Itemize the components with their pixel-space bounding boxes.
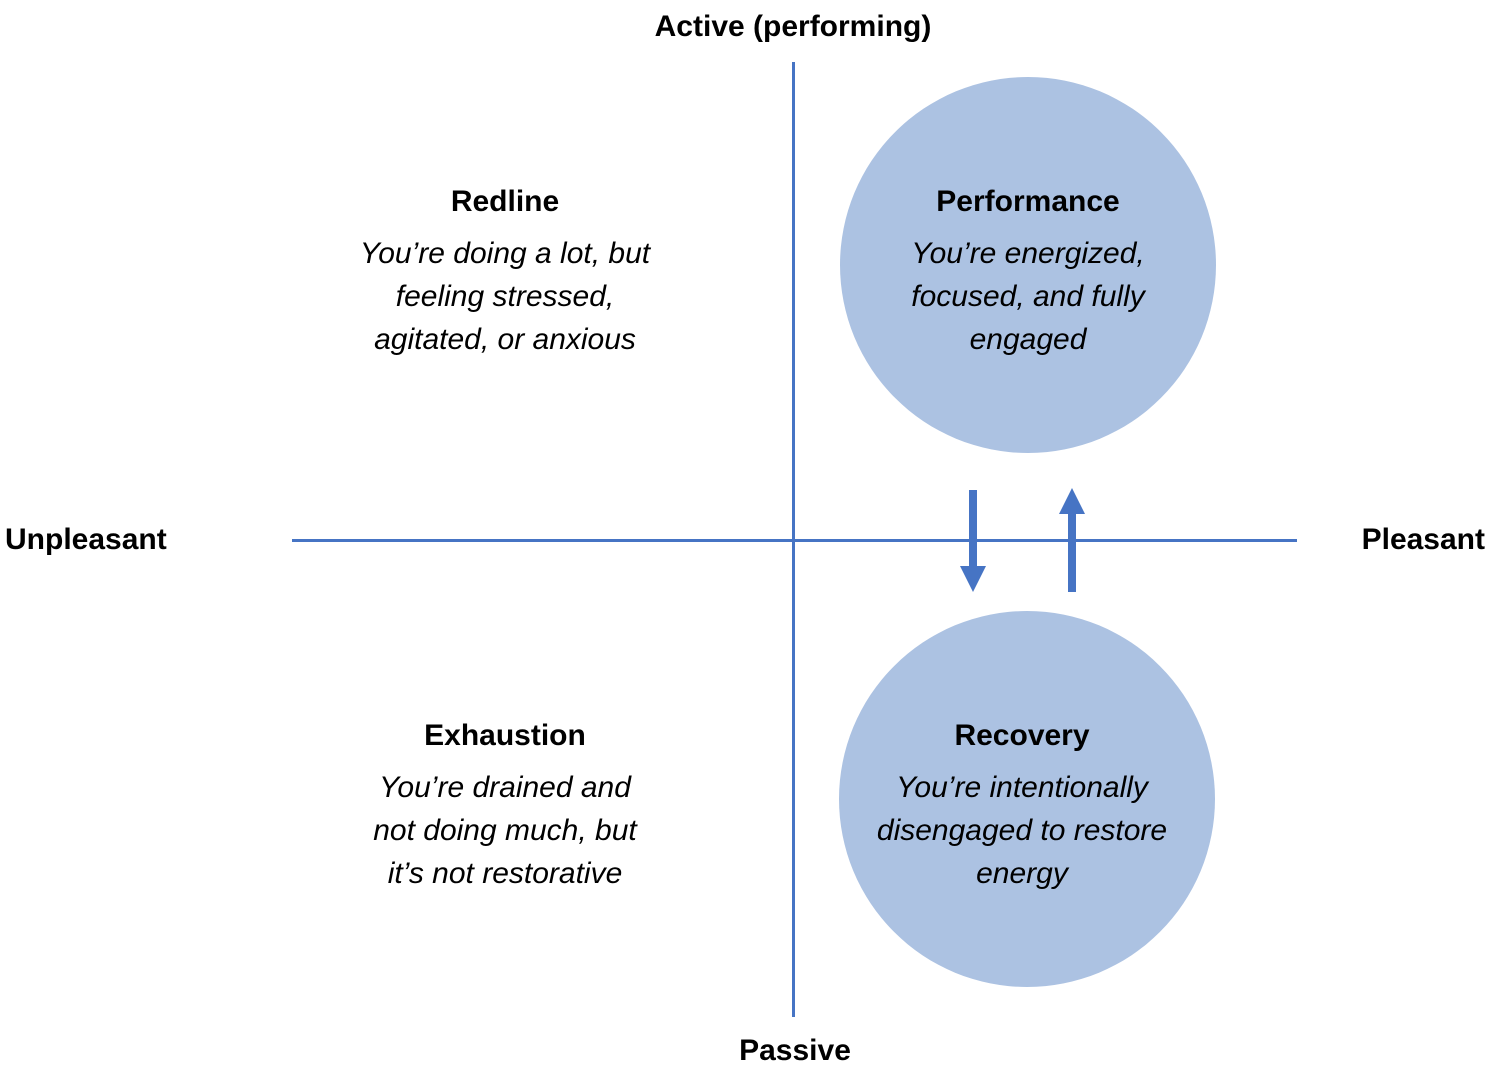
quadrant-redline: Redline You’re doing a lot, but feeling …: [270, 182, 740, 361]
arrow-down-icon: [960, 490, 986, 592]
arrow-up-icon: [1059, 488, 1085, 592]
exhaustion-title: Exhaustion: [424, 719, 586, 752]
axis-label-pleasant: Pleasant: [1361, 523, 1485, 556]
axis-label-passive: Passive: [739, 1034, 851, 1067]
transition-arrows: [960, 488, 1085, 592]
quadrant-recovery: Recovery You’re intentionally disengaged…: [837, 716, 1207, 895]
exhaustion-description: You’re drained and not doing much, but i…: [373, 771, 637, 890]
recovery-circle: [839, 611, 1215, 987]
quadrant-performance: Performance You’re energized, focused, a…: [843, 182, 1213, 361]
recovery-description: You’re intentionally disengaged to resto…: [876, 771, 1168, 890]
horizontal-axis-line: [292, 539, 1297, 542]
recovery-title: Recovery: [954, 719, 1090, 752]
quadrant-exhaustion: Exhaustion You’re drained and not doing …: [270, 716, 740, 895]
redline-title: Redline: [450, 185, 560, 218]
redline-description: You’re doing a lot, but feeling stressed…: [359, 237, 651, 356]
axis-label-active: Active (performing): [654, 10, 932, 43]
axis-label-unpleasant: Unpleasant: [5, 523, 167, 556]
performance-title: Performance: [936, 185, 1120, 218]
performance-circle: [840, 77, 1216, 453]
performance-description: You’re energized, focused, and fully eng…: [911, 237, 1145, 356]
